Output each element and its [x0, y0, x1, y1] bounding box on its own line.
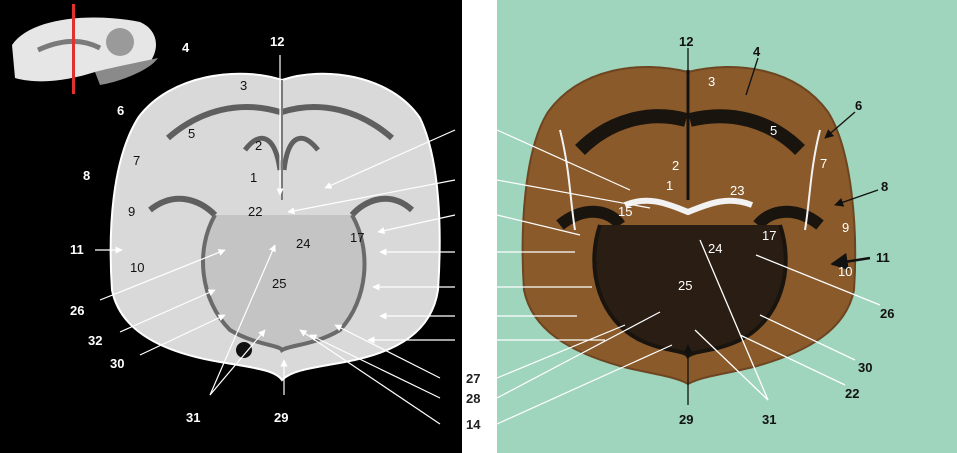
histology-label-24: 24 — [708, 241, 722, 256]
histology-label-26: 26 — [880, 306, 894, 321]
center-label-14-upper: 14 — [466, 173, 481, 188]
center-leader-lines — [287, 129, 673, 425]
mri-section — [109, 72, 441, 382]
mri-label-4: 4 — [182, 40, 190, 55]
mri-label-8: 8 — [83, 168, 90, 183]
histology-label-2: 2 — [672, 158, 679, 173]
histology-label-31: 31 — [762, 412, 776, 427]
mri-label-22: 22 — [248, 204, 262, 219]
mri-label-5: 5 — [188, 126, 195, 141]
histology-label-29: 29 — [679, 412, 693, 427]
mri-label-32: 32 — [88, 333, 102, 348]
mri-label-10: 10 — [130, 260, 144, 275]
center-label-21: 21 — [466, 333, 480, 348]
histology-label-23: 23 — [730, 183, 744, 198]
mri-label-24: 24 — [296, 236, 310, 251]
mri-label-3: 3 — [240, 78, 247, 93]
mri-label-17: 17 — [350, 230, 364, 245]
mri-label-11: 11 — [70, 242, 84, 257]
histology-label-9: 9 — [842, 220, 849, 235]
center-label-14-lower: 14 — [466, 417, 481, 432]
mri-label-26: 26 — [70, 303, 84, 318]
mri-label-29: 29 — [274, 410, 288, 425]
histology-label-5: 5 — [770, 123, 777, 138]
mri-label-2: 2 — [255, 138, 262, 153]
center-label-19: 19 — [466, 245, 480, 260]
sagittal-thumbnail — [12, 4, 158, 94]
mri-label-31: 31 — [186, 410, 200, 425]
right-leader-lines — [683, 48, 881, 405]
slice-position-marker — [72, 4, 75, 94]
histology-label-1: 1 — [666, 178, 673, 193]
center-label-18: 18 — [466, 309, 480, 324]
histology-label-6: 6 — [855, 98, 862, 113]
histology-label-3: 3 — [708, 74, 715, 89]
mri-label-1: 1 — [250, 170, 257, 185]
histology-label-15: 15 — [618, 204, 632, 219]
mri-label-30: 30 — [110, 356, 124, 371]
histology-label-22: 22 — [845, 386, 859, 401]
mri-label-25: 25 — [272, 276, 286, 291]
histology-label-12: 12 — [679, 34, 693, 49]
center-label-28: 28 — [466, 391, 480, 406]
histology-label-30: 30 — [858, 360, 872, 375]
histology-label-17: 17 — [762, 228, 776, 243]
histology-label-25: 25 — [678, 278, 692, 293]
histology-label-11: 11 — [876, 250, 890, 265]
left-leader-lines — [95, 55, 288, 396]
histology-label-7: 7 — [820, 156, 827, 171]
histology-label-4: 4 — [753, 44, 761, 59]
center-label-13: 13 — [466, 123, 480, 138]
mri-label-7: 7 — [133, 153, 140, 168]
histology-label-8: 8 — [881, 179, 888, 194]
histology-label-10: 10 — [838, 264, 852, 279]
center-label-16: 16 — [466, 280, 480, 295]
mri-label-9: 9 — [128, 204, 135, 219]
center-label-27: 27 — [466, 371, 480, 386]
mri-label-12: 12 — [270, 34, 284, 49]
center-label-20: 20 — [466, 208, 480, 223]
histology-section — [521, 66, 857, 386]
mri-label-6: 6 — [117, 103, 124, 118]
